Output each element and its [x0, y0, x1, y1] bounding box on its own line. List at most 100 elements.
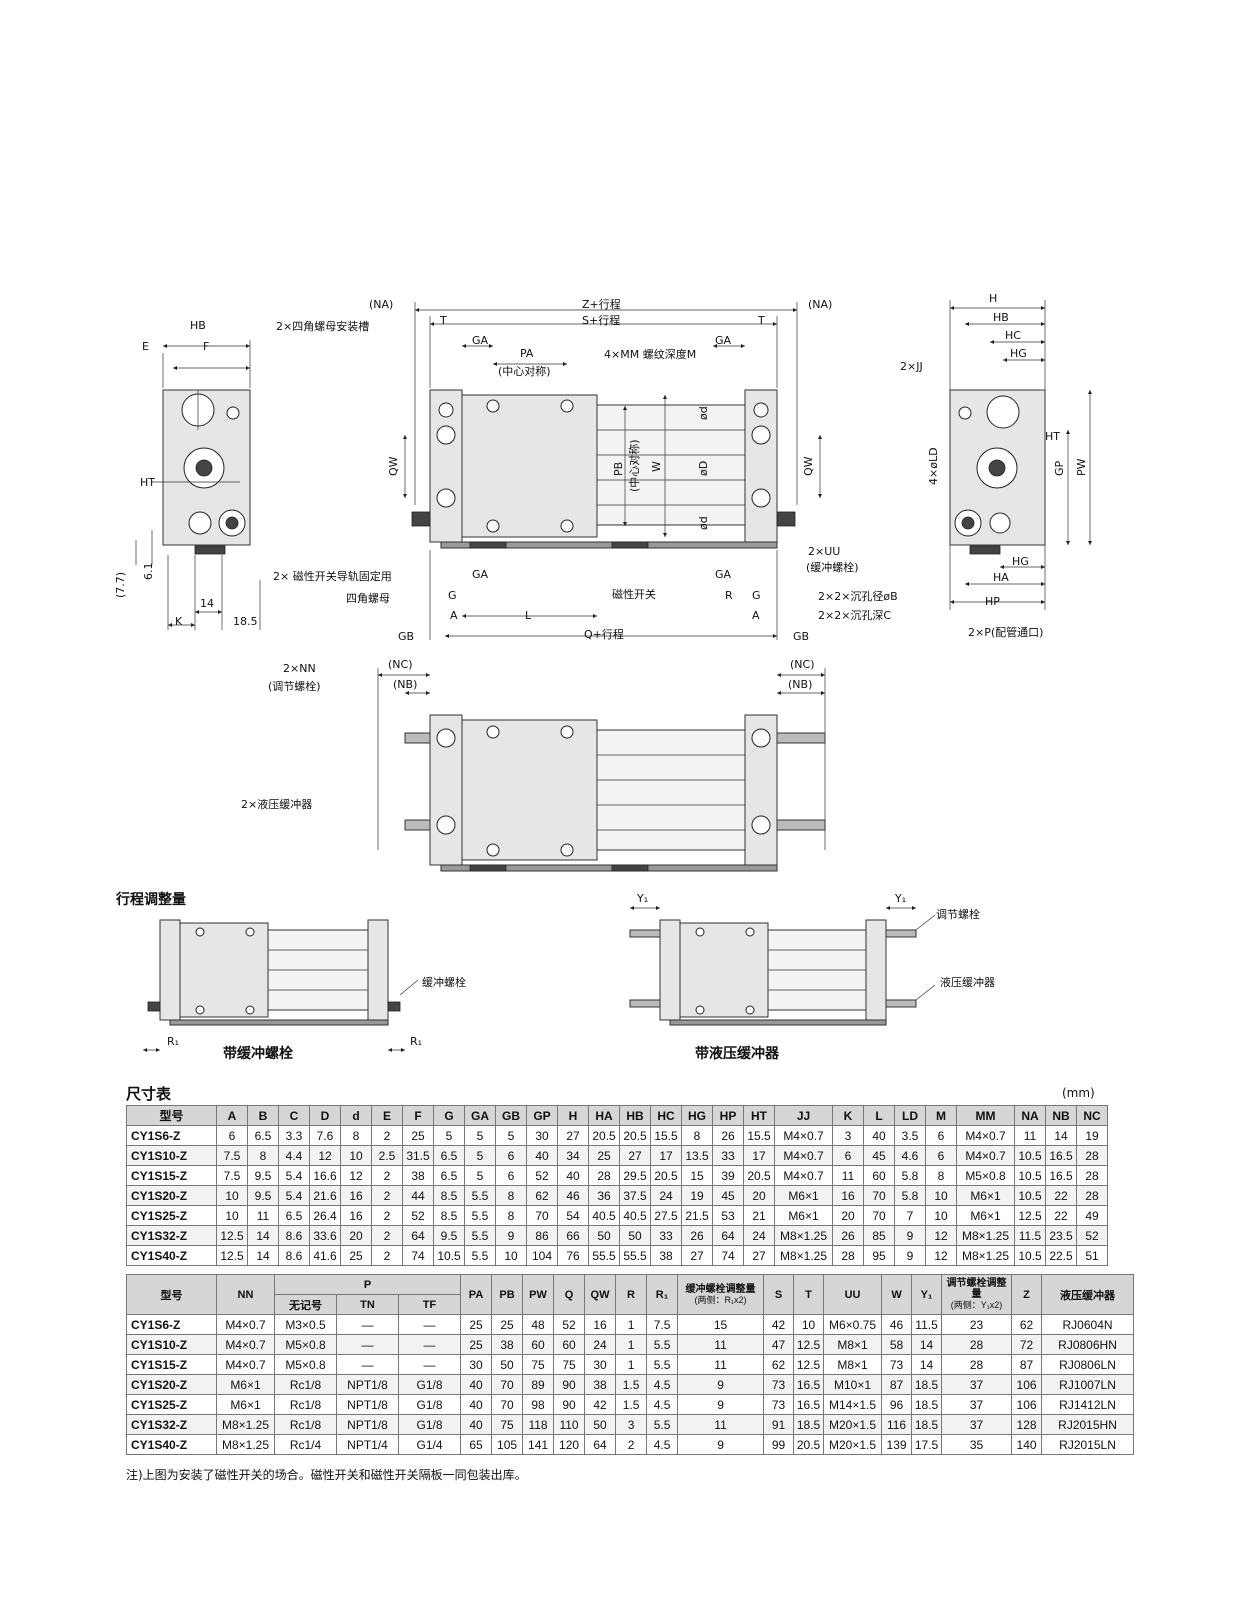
label-stroke-adj: 行程调整量: [115, 891, 186, 908]
value-cell: M10×1: [823, 1374, 883, 1395]
value-cell: 17: [743, 1145, 775, 1166]
cushion-bolt-view: [143, 919, 419, 1053]
value-cell: 2: [371, 1225, 403, 1246]
value-cell: 90: [553, 1374, 586, 1395]
th-cushion-adj-sub: (两侧：R₁x2): [694, 1294, 747, 1305]
value-cell: 7.5: [646, 1314, 679, 1335]
label-nc-left: (NC): [388, 658, 413, 671]
model-cell: CY1S20-Z: [126, 1185, 217, 1206]
value-cell: 41.6: [309, 1245, 341, 1266]
value-cell: 5: [464, 1125, 496, 1146]
value-cell: 9: [894, 1245, 926, 1266]
value-cell: 1: [615, 1354, 648, 1375]
value-cell: 20: [743, 1185, 775, 1206]
label-ht-side: HT: [1045, 430, 1060, 443]
label-k: K: [175, 615, 183, 628]
value-cell: 25: [491, 1314, 524, 1335]
th-model: 型号: [126, 1274, 217, 1315]
value-cell: 5.5: [646, 1414, 679, 1435]
th-col: F: [402, 1105, 434, 1126]
value-cell: 11: [677, 1334, 765, 1355]
value-cell: M4×0.7: [956, 1145, 1015, 1166]
model-cell: CY1S6-Z: [126, 1125, 217, 1146]
value-cell: 4.5: [646, 1374, 679, 1395]
th-col: GA: [464, 1105, 496, 1126]
label-square-nut: 四角螺母: [346, 592, 390, 605]
value-cell: M6×1: [216, 1374, 275, 1395]
label-qw-right: QW: [802, 456, 815, 476]
value-cell: 29.5: [619, 1165, 651, 1186]
value-cell: 2: [371, 1245, 403, 1266]
value-cell: 2: [371, 1185, 403, 1206]
label-r1-left: R₁: [167, 1035, 179, 1048]
value-cell: 42: [584, 1394, 617, 1415]
value-cell: 6.5: [433, 1145, 465, 1166]
label-hb: HB: [190, 319, 206, 332]
value-cell: 5: [495, 1125, 527, 1146]
value-cell: 37.5: [619, 1185, 651, 1206]
value-cell: 19: [1076, 1125, 1108, 1146]
value-cell: 8: [681, 1125, 713, 1146]
value-cell: 16.5: [1045, 1165, 1077, 1186]
th-col: E: [371, 1105, 403, 1126]
label-a-left: A: [450, 609, 458, 622]
value-cell: 17.5: [911, 1434, 943, 1455]
label-cushion-bolt: 缓冲螺栓: [422, 975, 466, 989]
label-18-5: 18.5: [233, 615, 258, 628]
value-cell: Rc1/4: [274, 1434, 337, 1455]
value-cell: 12.5: [216, 1245, 248, 1266]
th-s: S: [763, 1274, 795, 1315]
value-cell: 3.5: [894, 1125, 926, 1146]
value-cell: 18.5: [793, 1414, 825, 1435]
value-cell: M8×1.25: [774, 1245, 833, 1266]
value-cell: 95: [863, 1245, 895, 1266]
value-cell: 16: [340, 1205, 372, 1226]
value-cell: 42: [763, 1314, 795, 1335]
value-cell: 52: [553, 1314, 586, 1335]
th-p-tn: TN: [336, 1294, 399, 1315]
value-cell: 26.4: [309, 1205, 341, 1226]
label-pa: PA: [520, 347, 534, 360]
value-cell: —: [397, 1354, 462, 1375]
label-nb-left: (NB): [393, 678, 417, 691]
value-cell: 5.5: [646, 1354, 679, 1375]
value-cell: 10.5: [1014, 1165, 1046, 1186]
value-cell: M8×1.25: [216, 1434, 275, 1455]
value-cell: 5.5: [464, 1185, 496, 1206]
th-col: HT: [743, 1105, 775, 1126]
label-uu: 2×UU: [808, 545, 840, 558]
value-cell: 73: [763, 1394, 795, 1415]
th-uu: UU: [823, 1274, 883, 1315]
value-cell: 50: [619, 1225, 651, 1246]
th-col: HP: [712, 1105, 744, 1126]
value-cell: 60: [522, 1334, 555, 1355]
section-title: 尺寸表: [126, 1085, 172, 1103]
value-cell: 10: [216, 1185, 248, 1206]
value-cell: 38: [491, 1334, 524, 1355]
value-cell: 12: [925, 1225, 957, 1246]
th-adj-bolt: 调节螺栓调整量 (两侧：Y₁x2): [941, 1274, 1013, 1315]
value-cell: 28: [941, 1354, 1013, 1375]
value-cell: 64: [712, 1225, 744, 1246]
value-cell: M8×1: [823, 1334, 883, 1355]
value-cell: 60: [863, 1165, 895, 1186]
th-col: G: [433, 1105, 465, 1126]
label-ht: HT: [140, 476, 155, 489]
value-cell: 15.5: [743, 1125, 775, 1146]
value-cell: M4×0.7: [216, 1334, 275, 1355]
th-col: K: [832, 1105, 864, 1126]
value-cell: 48: [522, 1314, 555, 1335]
th-adj-bolt-label: 调节螺栓调整量: [946, 1278, 1007, 1300]
value-cell: 11: [1014, 1125, 1046, 1146]
value-cell: 46: [557, 1185, 589, 1206]
value-cell: 8.6: [278, 1225, 310, 1246]
value-cell: 28: [1076, 1185, 1108, 1206]
value-cell: 51: [1076, 1245, 1108, 1266]
th-col: GP: [526, 1105, 558, 1126]
th-col: C: [278, 1105, 310, 1126]
